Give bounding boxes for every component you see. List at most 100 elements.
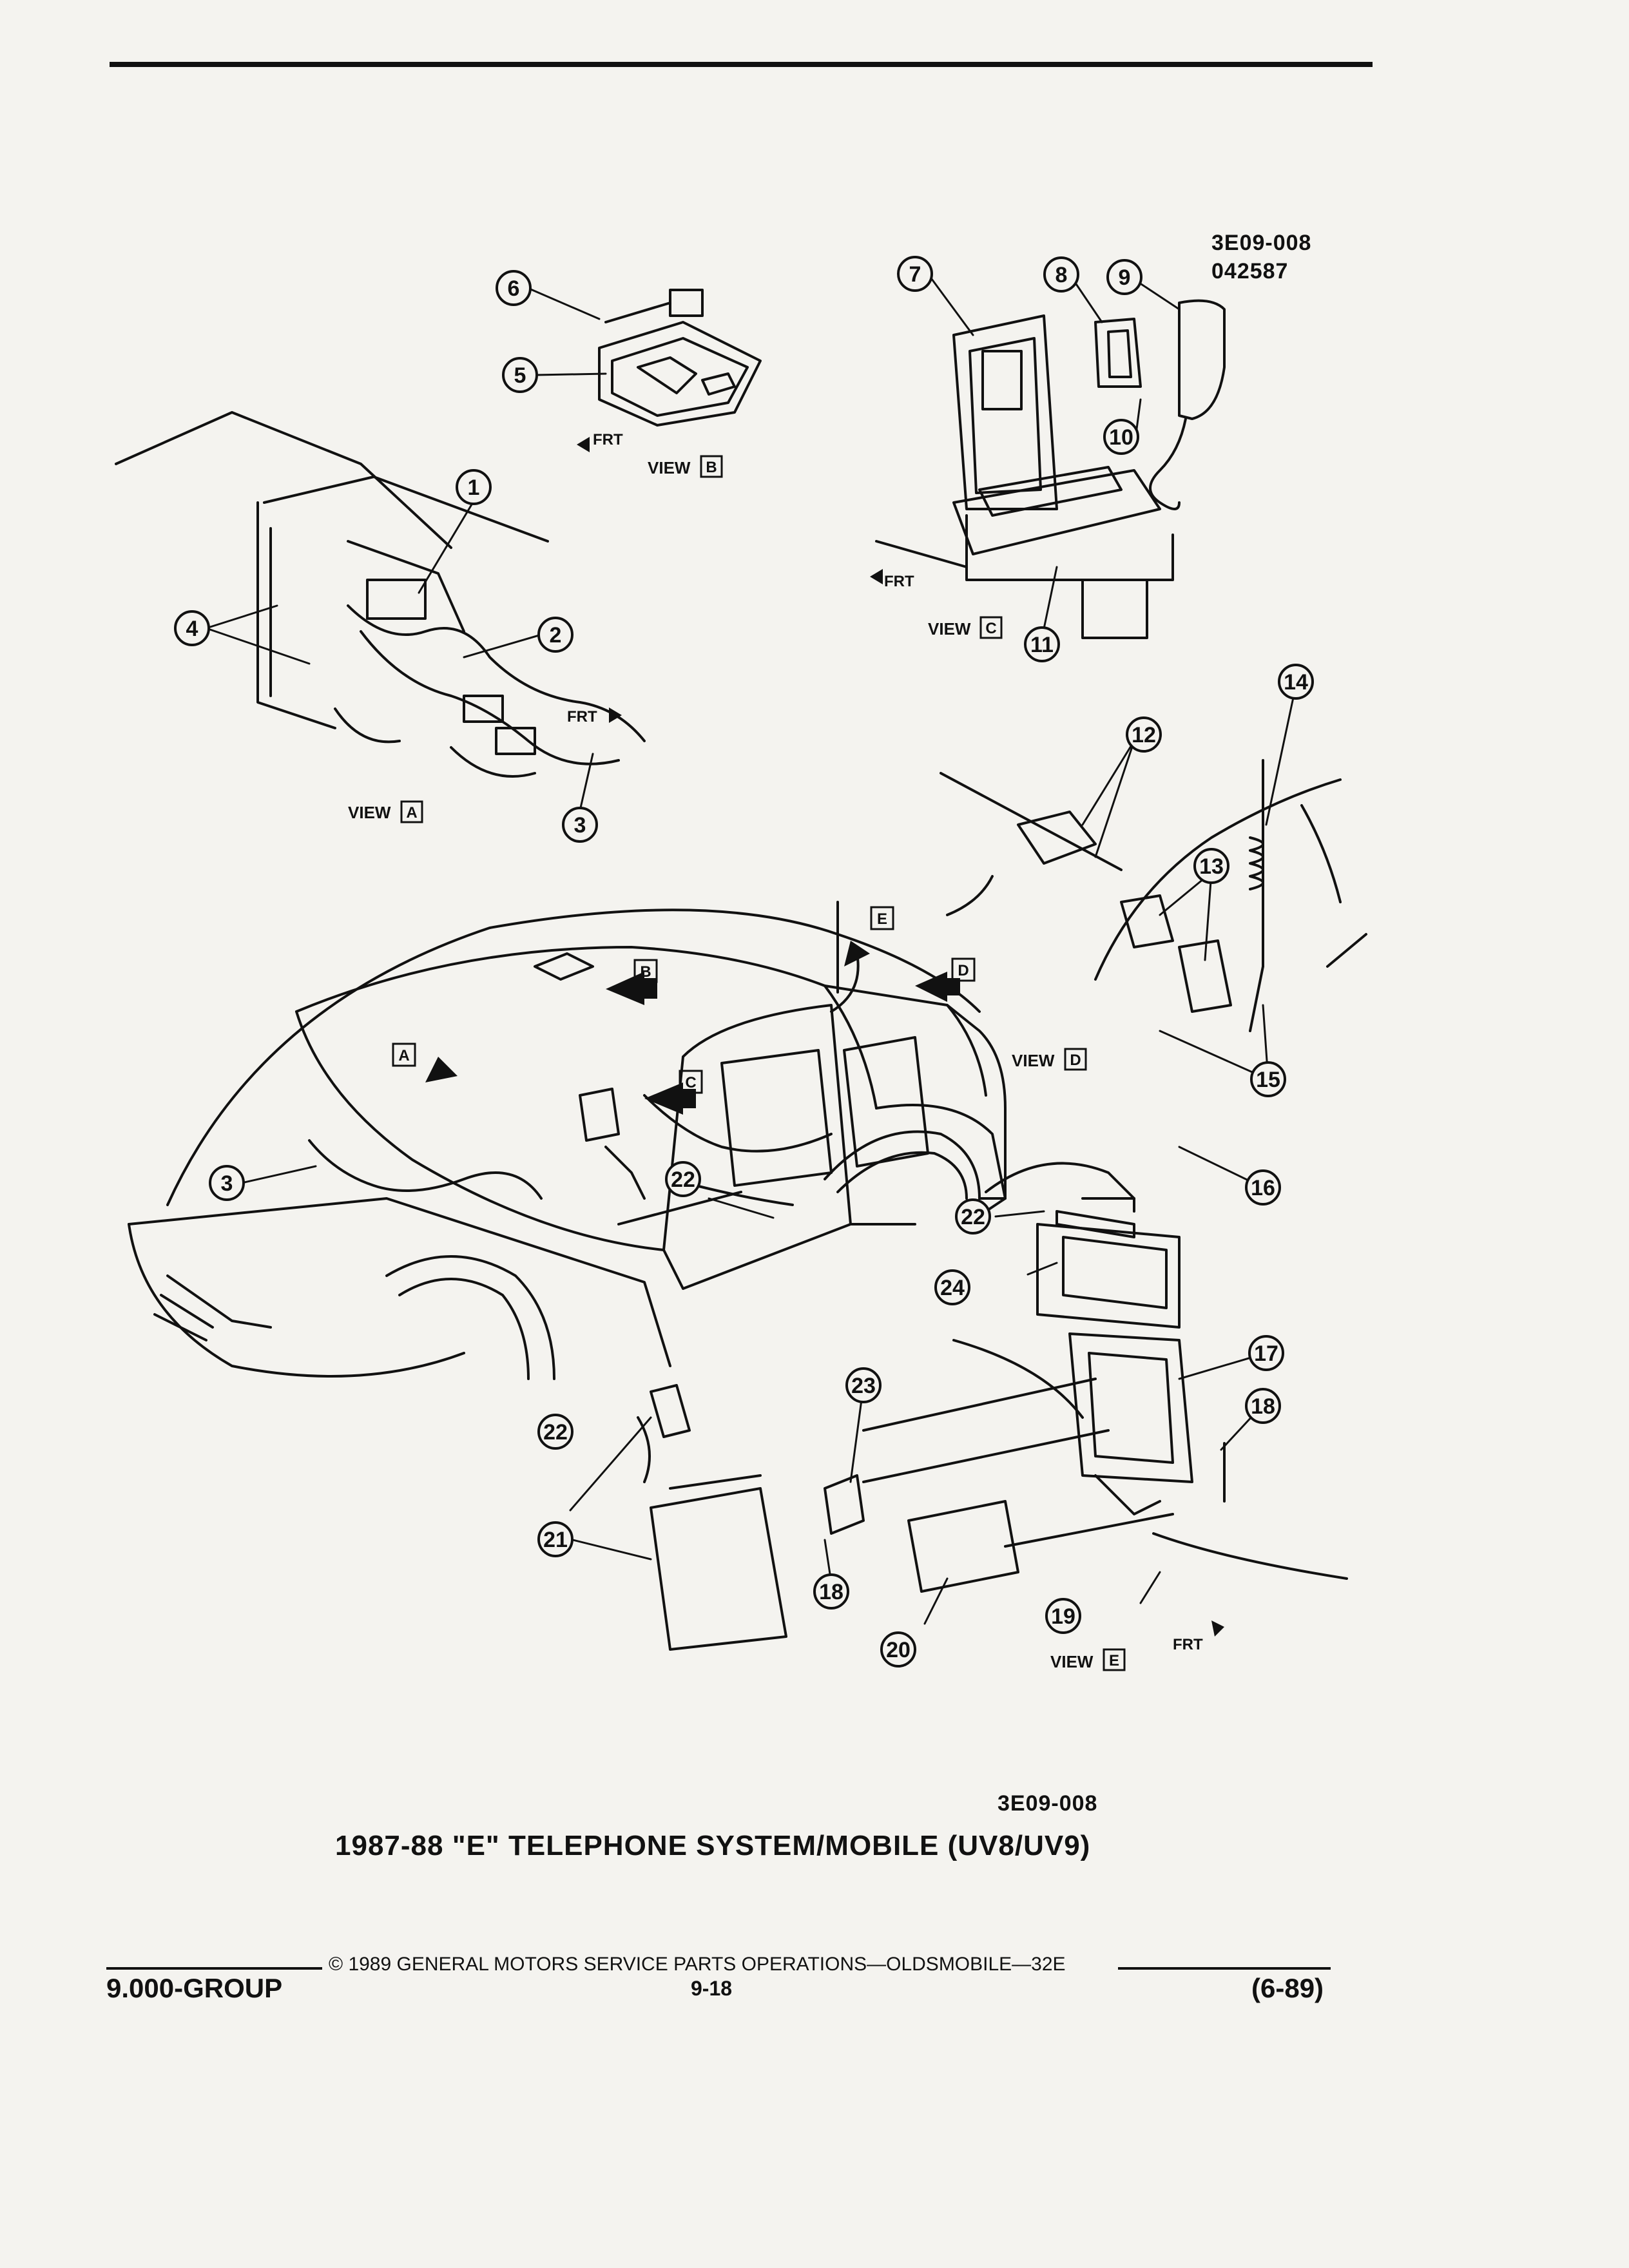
svg-text:D: D <box>958 962 969 979</box>
svg-text:2: 2 <box>550 623 562 648</box>
callout-22b: 22 <box>955 1198 991 1235</box>
svg-text:VIEW: VIEW <box>348 803 391 822</box>
svg-text:C: C <box>685 1074 696 1091</box>
callout-24: 24 <box>934 1269 970 1305</box>
svg-text:FRT: FRT <box>567 708 597 726</box>
top-rule <box>110 62 1373 67</box>
view-b-label: VIEW B <box>648 455 723 478</box>
figure-code-top: 3E09-008 042587 <box>1211 229 1311 285</box>
frt-label-c: FRT <box>870 569 914 590</box>
page-number: 9-18 <box>691 1977 733 2000</box>
view-marker-a: A <box>392 1043 416 1067</box>
svg-text:E: E <box>1109 1652 1119 1669</box>
view-e-label: VIEW E <box>1050 1648 1126 1671</box>
figure-code-line-1: 3E09-008 <box>1211 231 1312 255</box>
view-d-label: VIEW D <box>1012 1048 1087 1071</box>
svg-text:18: 18 <box>819 1580 843 1604</box>
svg-text:1: 1 <box>468 476 480 500</box>
callout-10: 10 <box>1103 419 1139 455</box>
callout-15: 15 <box>1250 1061 1286 1097</box>
svg-text:11: 11 <box>1030 633 1054 657</box>
view-a-label: VIEW A <box>348 800 423 823</box>
view-marker-d: D <box>951 957 976 982</box>
svg-text:FRT: FRT <box>1173 1636 1203 1653</box>
callout-20: 20 <box>880 1631 916 1667</box>
svg-text:20: 20 <box>886 1638 911 1662</box>
svg-text:A: A <box>406 804 417 822</box>
svg-text:VIEW: VIEW <box>648 458 691 477</box>
callout-5: 5 <box>502 357 538 393</box>
view-labels: VIEW A VIEW B VIEW C VIEW D VIEW <box>348 431 1224 1671</box>
callout-18a: 18 <box>1245 1388 1281 1424</box>
svg-text:FRT: FRT <box>884 573 914 590</box>
svg-text:4: 4 <box>186 617 198 641</box>
svg-text:FRT: FRT <box>593 431 623 448</box>
svg-text:10: 10 <box>1109 425 1133 450</box>
svg-text:17: 17 <box>1254 1341 1278 1366</box>
revision-date: (6-89) <box>1251 1973 1324 2003</box>
svg-text:15: 15 <box>1256 1068 1280 1092</box>
callout-18b: 18 <box>813 1573 849 1610</box>
callout-11: 11 <box>1024 626 1060 662</box>
callout-17: 17 <box>1248 1335 1284 1371</box>
view-d-antenna-mount <box>940 759 1367 1032</box>
svg-text:22: 22 <box>961 1205 985 1229</box>
callout-1: 1 <box>456 469 492 505</box>
svg-text:E: E <box>877 910 887 928</box>
view-marker-b: B <box>633 959 658 983</box>
svg-text:VIEW: VIEW <box>1050 1652 1094 1671</box>
svg-text:3: 3 <box>221 1171 233 1196</box>
svg-text:13: 13 <box>1199 854 1224 879</box>
view-marker-e: E <box>870 906 894 930</box>
callout-7: 7 <box>897 256 933 292</box>
vehicle-overview <box>128 901 1007 1380</box>
frt-label-e: FRT <box>1173 1620 1224 1653</box>
svg-text:7: 7 <box>909 262 921 287</box>
callout-22c: 22 <box>537 1414 574 1450</box>
frt-label-b: FRT <box>577 431 623 452</box>
view-arrows <box>425 941 960 1115</box>
view-a-wiring-harness <box>115 411 646 778</box>
svg-text:C: C <box>985 620 996 637</box>
view-e-transceiver-bracket <box>637 1162 1348 1651</box>
svg-text:D: D <box>1070 1052 1081 1069</box>
svg-text:8: 8 <box>1055 263 1068 287</box>
svg-text:24: 24 <box>940 1276 965 1300</box>
callout-3a: 3 <box>562 807 598 843</box>
callout-21: 21 <box>537 1521 574 1557</box>
svg-text:VIEW: VIEW <box>1012 1051 1055 1070</box>
figure-code-bottom: 3E09-008 <box>998 1791 1098 1816</box>
view-marker-c: C <box>679 1070 703 1094</box>
callout-23: 23 <box>845 1367 882 1403</box>
callout-6: 6 <box>496 270 532 306</box>
callout-4: 4 <box>174 610 210 646</box>
svg-text:12: 12 <box>1132 723 1156 747</box>
copyright-notice: © 1989 GENERAL MOTORS SERVICE PARTS OPER… <box>329 1954 1066 1975</box>
svg-text:5: 5 <box>514 363 526 388</box>
svg-text:19: 19 <box>1051 1604 1075 1629</box>
svg-text:18: 18 <box>1251 1394 1275 1419</box>
figure-caption: 1987-88 "E" TELEPHONE SYSTEM/MOBILE (UV8… <box>335 1830 1091 1861</box>
callout-14: 14 <box>1278 664 1314 700</box>
view-c-console-phone <box>875 299 1226 639</box>
svg-text:23: 23 <box>851 1374 876 1398</box>
svg-text:A: A <box>398 1047 409 1064</box>
callout-12: 12 <box>1126 716 1162 753</box>
callout-markers: 1 2 3 4 5 6 7 8 9 10 11 12 13 14 15 16 1… <box>174 256 1314 1667</box>
svg-text:3: 3 <box>574 813 586 838</box>
callout-22a: 22 <box>665 1161 701 1197</box>
view-b-overhead-module <box>598 289 762 427</box>
figure-code-line-2: 042587 <box>1211 259 1289 284</box>
svg-text:22: 22 <box>543 1420 568 1445</box>
group-number: 9.000-GROUP <box>106 1973 283 2003</box>
footer-rule-left <box>106 1967 322 1970</box>
svg-text:14: 14 <box>1284 670 1308 695</box>
callout-leaders <box>205 273 1297 1625</box>
svg-text:VIEW: VIEW <box>928 619 971 639</box>
callout-13: 13 <box>1193 848 1229 884</box>
svg-text:9: 9 <box>1119 265 1131 290</box>
footer-rule-right <box>1118 1967 1331 1970</box>
callout-19: 19 <box>1045 1598 1081 1634</box>
svg-text:6: 6 <box>508 276 520 301</box>
